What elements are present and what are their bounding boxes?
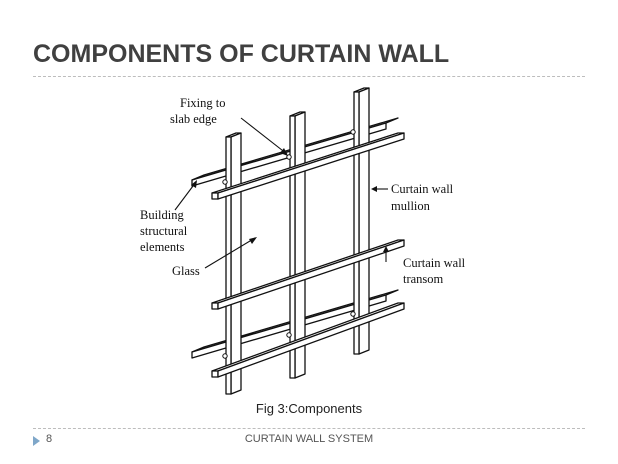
footer-arrow-icon (33, 436, 40, 446)
label-fixing-line2: slab edge (170, 112, 217, 126)
label-building-line2: structural (140, 224, 188, 238)
arrow-transom (383, 246, 389, 252)
arrow-mullion (371, 186, 377, 192)
fixing-bolts (222, 129, 356, 359)
mullion-right (353, 87, 370, 355)
label-transom-line1: Curtain wall (403, 256, 466, 270)
slide-title: COMPONENTS OF CURTAIN WALL (33, 40, 450, 68)
arrow-fixing (280, 148, 288, 156)
figure-caption: Fig 3:Components (255, 401, 363, 416)
label-mullion-line2: mullion (391, 199, 431, 213)
leader-glass (204, 237, 256, 269)
title-divider (33, 76, 585, 77)
arrow-building (191, 180, 197, 188)
transom-middle (211, 239, 405, 310)
footer-text: CURTAIN WALL SYSTEM (244, 433, 374, 445)
arrow-glass (249, 237, 257, 244)
footer-divider (33, 428, 585, 429)
label-building-line3: elements (140, 240, 185, 254)
leader-fixing (240, 117, 288, 155)
mullion-middle (289, 111, 306, 379)
label-building-line1: Building (140, 208, 185, 222)
mullion-left (225, 132, 242, 395)
label-glass: Glass (172, 264, 200, 278)
transom-top (211, 132, 405, 200)
leader-building (174, 181, 197, 211)
label-transom-line2: transom (403, 272, 444, 286)
label-fixing-line1: Fixing to (180, 96, 226, 110)
label-mullion-line1: Curtain wall (391, 182, 454, 196)
slide-number: 8 (46, 433, 53, 445)
transom-bottom (211, 302, 405, 378)
